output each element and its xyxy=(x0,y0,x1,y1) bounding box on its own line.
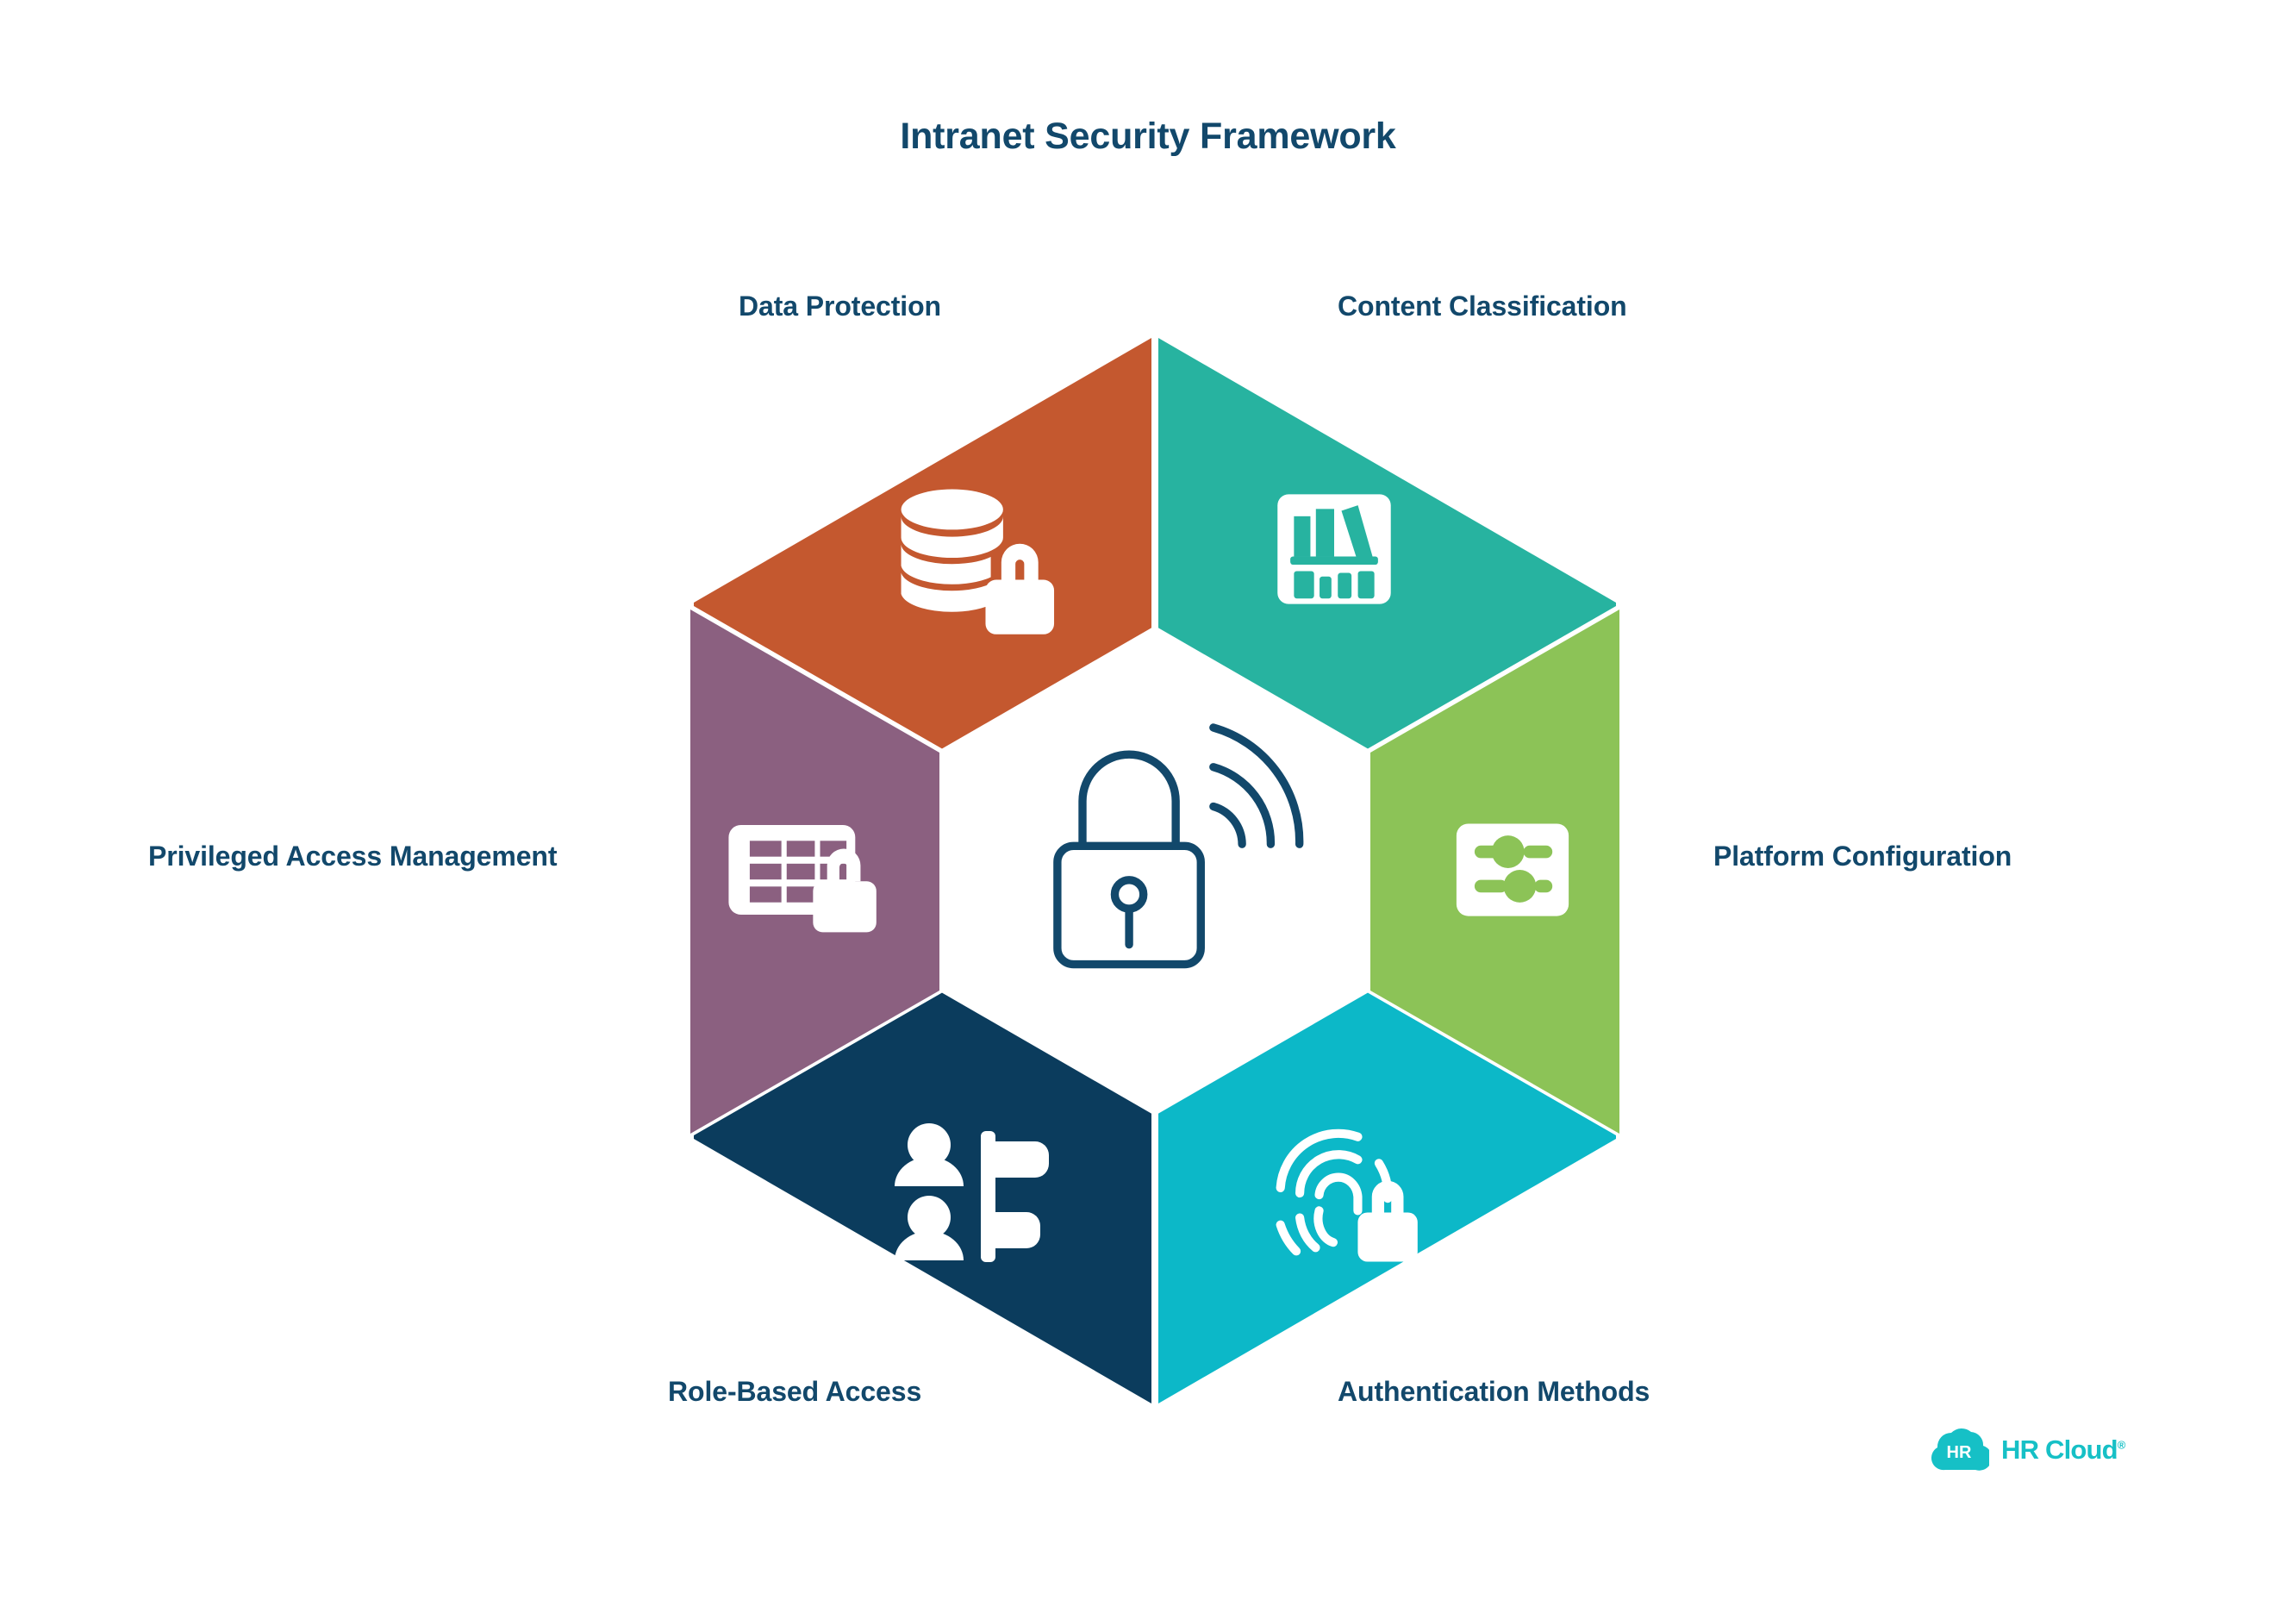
segment-data-protection[interactable] xyxy=(694,338,1151,749)
segment-label-content-classification: Content Classification xyxy=(1338,291,1627,322)
center-hub-shape xyxy=(941,626,1369,1116)
segment-label-authentication-methods: Authentication Methods xyxy=(1338,1376,1650,1407)
hr-cloud-wordmark-text: HR Cloud xyxy=(2001,1435,2118,1465)
hr-cloud-cloud-icon: HR xyxy=(1931,1428,1989,1471)
page-title: Intranet Security Framework xyxy=(900,116,1396,157)
segment-content-classification[interactable] xyxy=(1158,338,1616,749)
hr-cloud-logo[interactable]: HR HR Cloud® xyxy=(1931,1427,2125,1473)
registered-trademark-mark: ® xyxy=(2117,1438,2126,1452)
bookshelf-icon xyxy=(1277,494,1391,604)
sliders-icon xyxy=(1456,823,1569,916)
hr-cloud-wordmark: HR Cloud® xyxy=(2001,1435,2125,1466)
segment-privileged-access-management[interactable] xyxy=(690,609,939,1134)
segment-label-data-protection: Data Protection xyxy=(739,291,941,322)
center-hub xyxy=(941,626,1369,1116)
segment-label-privileged-access-management: Privileged Access Management xyxy=(148,841,558,872)
segment-authentication-methods[interactable] xyxy=(1158,992,1616,1403)
segment-label-platform-configuration: Platform Configuration xyxy=(1713,841,2012,872)
hr-cloud-mark-text: HR xyxy=(1947,1443,1972,1462)
segment-label-role-based-access: Role-Based Access xyxy=(668,1376,922,1407)
segment-platform-configuration[interactable] xyxy=(1370,609,1619,1134)
segment-role-based-access[interactable] xyxy=(694,992,1151,1403)
